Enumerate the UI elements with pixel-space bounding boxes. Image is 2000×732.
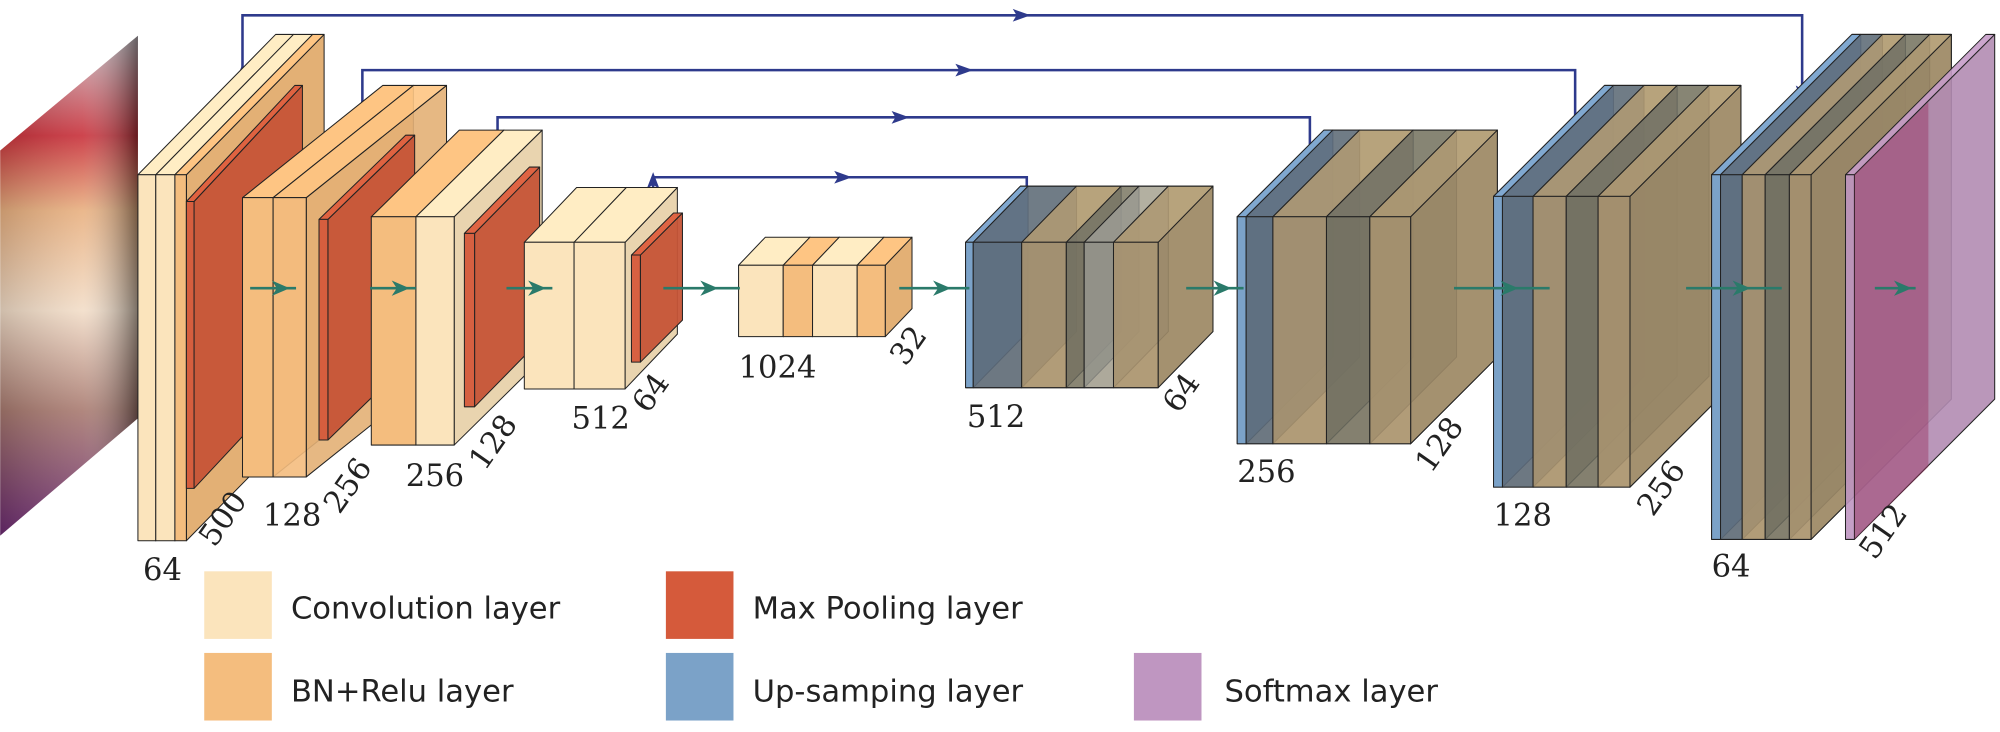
enc3-channels-label: 256: [406, 459, 464, 494]
legend-swatch-max-pooling: [665, 571, 734, 639]
input-image: [0, 35, 138, 536]
skip-connection-4: [646, 170, 1034, 211]
legend-label-softmax: Softmax layer: [1224, 674, 1438, 709]
dec3-channels-label: 128: [1494, 498, 1552, 533]
dec2-channels-label: 256: [1237, 455, 1295, 490]
flow-arrow: [899, 280, 970, 296]
flow-arrow: [1686, 280, 1782, 296]
flow-arrow: [1453, 280, 1550, 296]
dec1-bn-relu-layer: [1112, 185, 1214, 389]
legend: Convolution layer BN+Relu layer Max Pool…: [204, 571, 1438, 721]
legend-swatch-softmax: [1133, 652, 1202, 721]
skip-connection-2: [355, 63, 1582, 141]
bottleneck-channels-label: 1024: [739, 350, 817, 385]
enc4-max-pooling-layer: [630, 212, 683, 363]
arrow-right-icon: [955, 63, 974, 77]
bottleneck-bn-relu-layer: [856, 236, 913, 338]
legend-label-max-pooling: Max Pooling layer: [753, 592, 1023, 627]
legend-label-bn-relu: BN+Relu layer: [291, 674, 514, 709]
flow-arrow: [250, 280, 297, 296]
legend-label-up-sampling: Up-samping layer: [753, 674, 1024, 709]
arrow-right-icon: [834, 170, 853, 184]
layer-blocks: [137, 33, 1996, 542]
skip-connection-3: [491, 110, 1317, 173]
arrow-right-icon: [1012, 8, 1031, 22]
arrow-right-icon: [891, 110, 910, 124]
flow-arrow: [370, 280, 416, 296]
legend-label-convolution: Convolution layer: [291, 592, 561, 627]
enc4-channels-label: 512: [572, 401, 630, 436]
dec1-channels-label: 512: [967, 400, 1025, 435]
legend-swatch-convolution: [204, 571, 272, 639]
flow-arrow: [1874, 280, 1916, 296]
enc2-channels-label: 128: [263, 498, 321, 533]
legend-swatch-up-sampling: [665, 652, 734, 721]
flow-arrow: [1186, 280, 1244, 296]
softmax-inner-plate: [1854, 102, 1929, 540]
enc1-channels-label: 64: [143, 553, 182, 588]
arrow-up-icon: [646, 172, 660, 189]
legend-swatch-bn-relu: [204, 652, 272, 721]
flow-arrows: [250, 280, 1916, 296]
flow-arrow: [663, 280, 740, 296]
enc2-size-label: 256: [317, 452, 379, 520]
dec4-channels-label: 64: [1712, 549, 1751, 584]
skip-connection-1: [236, 8, 1809, 103]
flow-arrow: [506, 280, 553, 296]
softmax-layer: [1844, 33, 1996, 540]
